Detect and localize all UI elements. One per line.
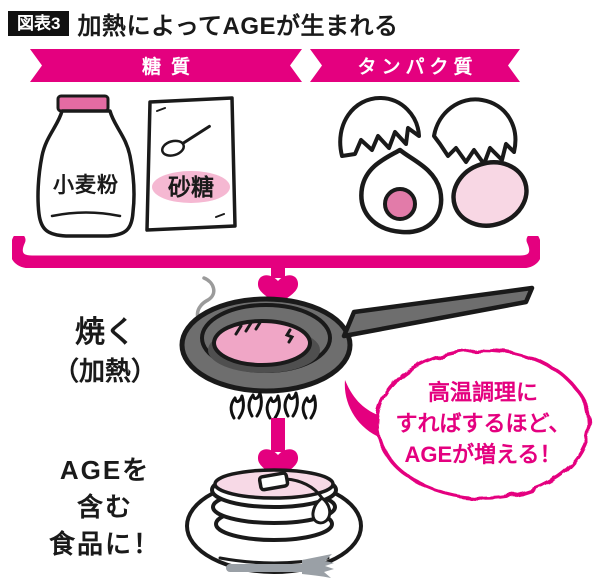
sugar-label: 砂糖 — [168, 174, 214, 200]
flame-icon — [229, 391, 317, 420]
cracked-eggshell-icon — [432, 97, 518, 166]
flour-label: 小麦粉 — [53, 173, 119, 197]
down-arrow-icon — [257, 418, 299, 480]
bubble-line2: すればするほど、 — [395, 410, 571, 436]
flour-bag-body — [36, 109, 136, 238]
speech-bubble-body — [375, 348, 591, 500]
down-arrow-icon — [257, 260, 299, 306]
spoon-icon — [160, 124, 211, 157]
heating-step-label: 焼く （加熱） — [30, 314, 180, 390]
bubble-line3: AGEが増える！ — [404, 441, 562, 467]
bubble-line1: 高温調理に — [427, 379, 538, 405]
heating-step-line1: 焼く — [75, 316, 135, 349]
speech-bubble-text: 高温調理に すればするほど、 AGEが増える！ — [383, 368, 583, 478]
sugar-label-highlight — [152, 171, 230, 203]
syrup-drip — [311, 496, 332, 525]
result-line3: 食品に！ — [48, 529, 161, 559]
result-label: AGEを 含む 食品に！ — [26, 452, 184, 563]
page-title: 加熱によってAGEが生まれる — [77, 13, 399, 40]
frying-pan-icon — [179, 276, 535, 420]
pan-handle — [341, 285, 535, 339]
flour-bag-fold-line — [50, 211, 122, 218]
sizzle-marks — [234, 319, 295, 344]
speech-bubble — [344, 348, 591, 500]
protein-group-label: タンパク質 — [310, 49, 520, 82]
sugar-pack-icon: 砂糖 — [145, 96, 237, 232]
pancake-stack-icon — [185, 468, 363, 578]
heating-step-line2: （加熱） — [52, 356, 157, 386]
fork-icon — [226, 554, 334, 578]
result-line2: 含む — [76, 492, 133, 522]
sugar-pack-corner-marks — [156, 107, 225, 218]
figure-header: 図表3 加熱によってAGEが生まれる — [8, 6, 399, 41]
pancake-in-pan — [212, 319, 312, 367]
protein-group-label-text: タンパク質 — [357, 57, 478, 78]
whole-egg-icon — [451, 160, 529, 228]
sugar-group-label-text: 糖質 — [141, 57, 200, 78]
cracked-eggshell-icon — [338, 96, 421, 158]
eggs-illustration — [338, 96, 529, 235]
sugar-group-label: 糖質 — [30, 49, 302, 82]
egg-yolk — [383, 187, 417, 221]
result-line1: AGEを — [59, 455, 151, 485]
butter-pat — [257, 471, 290, 492]
flour-bag-icon: 小麦粉 — [36, 94, 136, 238]
figure-number-badge: 図表3 — [8, 11, 70, 36]
syrup-drizzle — [284, 477, 324, 500]
sugar-pack-body — [145, 96, 237, 232]
flour-bag-cap — [56, 94, 110, 113]
